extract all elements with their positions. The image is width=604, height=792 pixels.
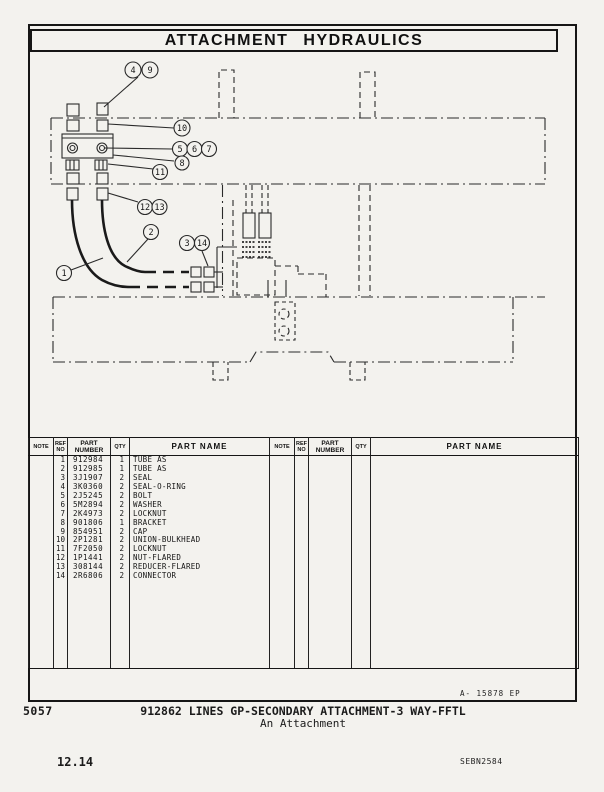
col-part-name: PART NAME [129, 437, 270, 456]
exploded-parts-diagram: 4 9 10 5 6 7 8 11 12 13 2 3 14 1 [50, 61, 546, 381]
qty-column: 1 1 2 2 2 2 2 1 2 2 2 2 2 2 [110, 455, 130, 669]
bolt-hole-plate [274, 301, 296, 341]
page-number: 12.14 [57, 755, 94, 769]
callout-4: 4 [130, 66, 135, 76]
col-note: NOTE [28, 437, 54, 456]
assembly-caption: 912862 LINES GP-SECONDARY ATTACHMENT-3 W… [140, 704, 466, 718]
callout-14: 14 [197, 239, 207, 249]
form-code: 5057 [23, 704, 53, 718]
col-ref-no: REF NO [53, 437, 68, 456]
callout-11: 11 [155, 168, 165, 178]
callout-6: 6 [192, 145, 197, 155]
qty-column-2 [351, 455, 371, 669]
callout-bubbles [55, 61, 218, 282]
callout-2: 2 [148, 228, 153, 238]
callout-3: 3 [184, 239, 189, 249]
col-qty: QTY [110, 437, 130, 456]
ref-no-column: 1 2 3 4 5 6 7 8 9 10 11 12 13 14 [53, 455, 68, 669]
callout-12: 12 [140, 203, 150, 213]
assembly-subcaption: An Attachment [259, 716, 347, 730]
callout-10: 10 [177, 124, 187, 134]
col-part-number-2: PART NUMBER [308, 437, 352, 456]
col-ref-no-2: REF NO [294, 437, 309, 456]
page-border [28, 24, 577, 702]
col-note-2: NOTE [269, 437, 295, 456]
part-number-column: 912984 912985 3J1907 3K0360 2J5245 5M289… [67, 455, 111, 669]
page-title: ATTACHMENT HYDRAULICS [164, 31, 424, 49]
part-number-column-2 [308, 455, 352, 669]
col-part-number: PART NUMBER [67, 437, 111, 456]
part-name-column-2 [370, 455, 579, 669]
lower-rail-brackets [212, 362, 366, 381]
rail-post-top-right [359, 71, 376, 118]
valve-stack [236, 185, 327, 297]
note-column-2 [269, 455, 295, 669]
callout-7: 7 [206, 145, 211, 155]
callout-5: 5 [177, 145, 182, 155]
table-header-row: NOTE REF NO PART NUMBER QTY PART NAME NO… [28, 437, 579, 456]
part-name-column: TUBE AS TUBE AS SEAL SEAL-O-RING BOLT WA… [129, 455, 270, 669]
parts-table: NOTE REF NO PART NUMBER QTY PART NAME NO… [28, 437, 579, 669]
page-title-box: ATTACHMENT HYDRAULICS [30, 29, 558, 52]
tube-assemblies [70, 199, 189, 289]
upper-frame-rail [50, 117, 546, 185]
tube-end-fittings [190, 266, 223, 293]
col-part-name-2: PART NAME [370, 437, 579, 456]
callout-9: 9 [147, 66, 152, 76]
lower-frame-rail [52, 296, 545, 363]
col-qty-2: QTY [351, 437, 371, 456]
drop-lines [216, 185, 371, 296]
note-column [28, 455, 54, 669]
callout-1: 1 [61, 269, 66, 279]
rail-post-top-left [218, 69, 235, 118]
callout-8: 8 [179, 159, 184, 169]
plate-reference: A- 15878 EP [460, 689, 521, 698]
publication-code: SEBN2584 [460, 757, 503, 766]
ref-no-column-2 [294, 455, 309, 669]
callout-leaders [70, 76, 209, 271]
table-body: 1 2 3 4 5 6 7 8 9 10 11 12 13 14 912984 [28, 455, 579, 669]
bracket-assembly [61, 102, 114, 201]
callout-13: 13 [154, 203, 164, 213]
